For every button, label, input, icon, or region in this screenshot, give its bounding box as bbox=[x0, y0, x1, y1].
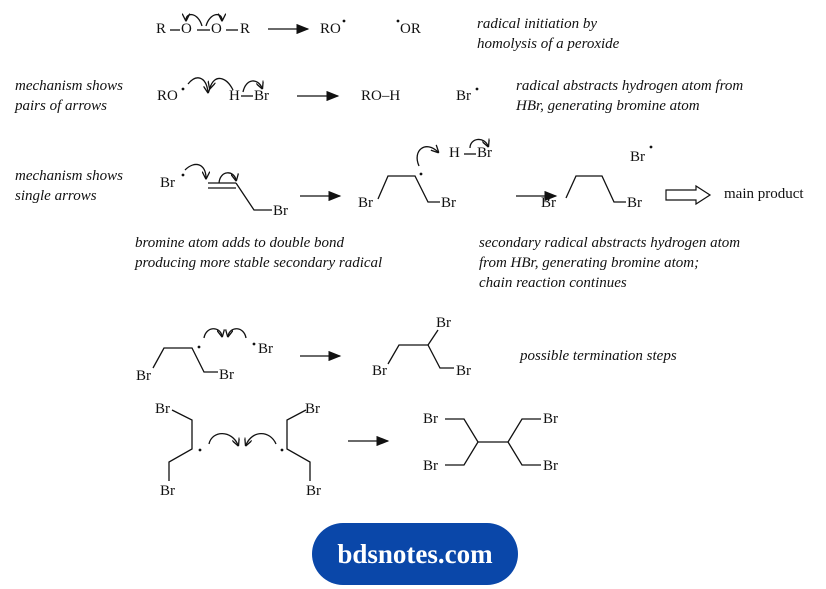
step3-label: mechanism shows single arrows bbox=[15, 168, 123, 204]
r-group: R bbox=[156, 21, 167, 37]
hbr-bromine: Br bbox=[477, 145, 492, 161]
step3-note-right: secondary radical abstracts hydrogen ato… bbox=[479, 235, 741, 291]
product-br-right: Br bbox=[627, 195, 642, 211]
term2-right-br-top: Br bbox=[305, 401, 320, 417]
term2-right-br-bottom: Br bbox=[306, 483, 321, 499]
radical-dot bbox=[419, 172, 423, 176]
term2-product-br-top-left: Br bbox=[423, 411, 438, 427]
radical-dot bbox=[280, 448, 284, 452]
radical-dot bbox=[649, 145, 653, 149]
term1-bromine-radical: Br bbox=[258, 341, 273, 357]
alkoxy-radical-product: RO bbox=[320, 21, 341, 37]
radical-chain bbox=[152, 347, 218, 373]
radical-dot bbox=[181, 173, 185, 177]
fishhook-arrow bbox=[184, 163, 206, 178]
oxygen-right: O bbox=[211, 21, 222, 37]
term2-left-br-bottom: Br bbox=[160, 483, 175, 499]
term2-product-br-bottom-left: Br bbox=[423, 458, 438, 474]
fishhook-arrow bbox=[246, 432, 277, 445]
product-left-branch bbox=[445, 418, 479, 466]
product-chain bbox=[387, 344, 454, 369]
term2-left-br-top: Br bbox=[155, 401, 170, 417]
radical-dot bbox=[198, 448, 202, 452]
bromine-radical: Br bbox=[160, 175, 175, 191]
term1-product-br-left: Br bbox=[372, 363, 387, 379]
chain-bonds bbox=[235, 182, 272, 211]
termination2-graphics bbox=[168, 409, 541, 481]
radical-chain bbox=[377, 175, 440, 203]
fishhook-arrow bbox=[228, 328, 247, 339]
product-br-left: Br bbox=[541, 195, 556, 211]
fishhook-arrow bbox=[208, 432, 238, 445]
hydrogen-atom: H bbox=[229, 88, 240, 104]
fishhook-arrow bbox=[187, 77, 208, 92]
termination-note: possible termination steps bbox=[520, 348, 677, 364]
fishhook-arrow bbox=[210, 77, 234, 90]
term1-reactant-br-right: Br bbox=[219, 367, 234, 383]
bromine-radical-regenerated: Br bbox=[630, 149, 645, 165]
intermediate-br-left: Br bbox=[358, 195, 373, 211]
open-arrow bbox=[665, 184, 712, 206]
fishhook-arrow bbox=[242, 80, 262, 93]
alcohol-product: RO–H bbox=[361, 88, 401, 104]
step3-note-left: bromine atom adds to double bond produci… bbox=[135, 235, 383, 271]
step2-graphics bbox=[181, 77, 479, 102]
allyl-bromide-br: Br bbox=[273, 203, 288, 219]
term1-product-br-top: Br bbox=[436, 315, 451, 331]
radical-dot bbox=[197, 345, 201, 349]
main-product-label: main product bbox=[724, 186, 804, 202]
fishhook-arrow bbox=[218, 172, 236, 184]
product-right-branch bbox=[507, 418, 541, 466]
hbr-hydrogen: H bbox=[449, 145, 460, 161]
term1-product-br-right: Br bbox=[456, 363, 471, 379]
intermediate-br-right: Br bbox=[441, 195, 456, 211]
fishhook-arrow bbox=[416, 147, 438, 167]
r-group-right: R bbox=[240, 21, 251, 37]
term2-product-br-top-right: Br bbox=[543, 411, 558, 427]
bromine-radical-product: Br bbox=[456, 88, 471, 104]
branch-bond bbox=[427, 329, 439, 346]
right-radical-chain bbox=[286, 409, 311, 481]
radical-dot bbox=[396, 19, 400, 23]
watermark-text: bdsnotes.com bbox=[337, 538, 493, 569]
radical-dot bbox=[342, 19, 346, 23]
left-radical-chain bbox=[168, 409, 193, 481]
alkoxy-radical-product-2: OR bbox=[400, 21, 421, 37]
fishhook-arrow bbox=[203, 328, 222, 339]
fishhook-arrow-right bbox=[205, 15, 222, 27]
radical-dot bbox=[252, 342, 256, 346]
alkoxy-radical: RO bbox=[157, 88, 178, 104]
term2-product-br-bottom-right: Br bbox=[543, 458, 558, 474]
product-chain bbox=[565, 175, 626, 203]
step2-note: radical abstracts hydrogen atom from HBr… bbox=[516, 78, 744, 114]
bromine-atom: Br bbox=[254, 88, 269, 104]
step1-note: radical initiation by homolysis of a per… bbox=[477, 16, 620, 52]
term1-reactant-br-left: Br bbox=[136, 368, 151, 384]
step1-graphics bbox=[170, 15, 400, 35]
fishhook-arrow-left bbox=[186, 15, 203, 27]
step2-label: mechanism shows pairs of arrows bbox=[15, 78, 123, 114]
peroxide-reactant: R bbox=[156, 22, 166, 37]
fishhook-arrow bbox=[469, 139, 488, 148]
watermark-badge: bdsnotes.com bbox=[312, 523, 518, 585]
oxygen-left: O bbox=[181, 21, 192, 37]
radical-dot bbox=[181, 87, 185, 91]
termination1-graphics bbox=[152, 328, 454, 373]
step3-graphics bbox=[181, 139, 712, 211]
radical-dot bbox=[475, 87, 479, 91]
